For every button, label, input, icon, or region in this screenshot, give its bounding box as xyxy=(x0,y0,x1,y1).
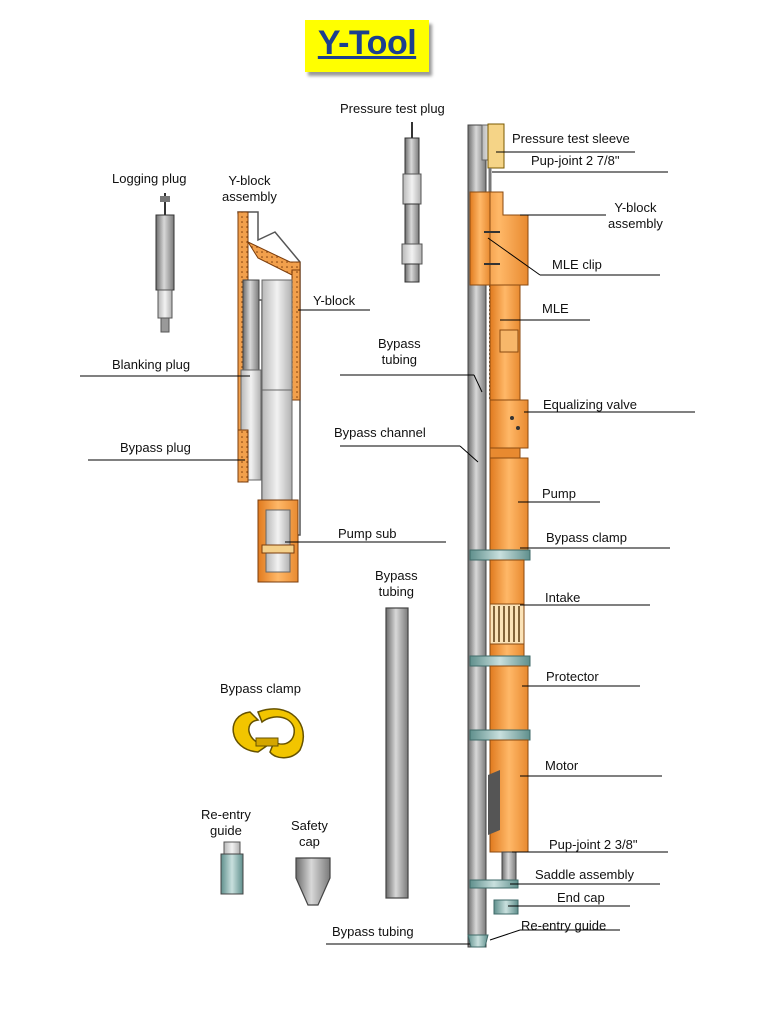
label-mle: MLE xyxy=(542,301,569,316)
label-re-entry-guide-right: Re-entry guide xyxy=(521,918,607,933)
label-y-block-assembly-left: Y-block assembly xyxy=(222,173,277,204)
pressure-test-plug-drawing xyxy=(401,122,423,283)
label-end-cap: End cap xyxy=(557,890,605,905)
bypass-tubing-loose-drawing xyxy=(385,607,409,899)
title-banner: Y-Tool xyxy=(305,20,429,72)
label-bypass-tubing-mid: Bypass tubing xyxy=(378,336,421,367)
label-saddle-assembly: Saddle assembly xyxy=(535,867,634,882)
label-pump-sub: Pump sub xyxy=(338,526,397,541)
label-motor: Motor xyxy=(545,758,579,773)
label-pup-joint-bottom: Pup-joint 2 3/8" xyxy=(549,837,638,852)
label-mle-clip: MLE clip xyxy=(552,257,602,272)
label-pressure-test-sleeve: Pressure test sleeve xyxy=(512,131,630,146)
bypass-clamp-left-drawing xyxy=(232,708,305,759)
safety-cap-drawing xyxy=(295,857,331,906)
label-bypass-clamp-right: Bypass clamp xyxy=(546,530,627,545)
label-pup-joint-top: Pup-joint 2 7/8" xyxy=(531,153,620,168)
label-equalizing-valve: Equalizing valve xyxy=(543,397,637,412)
label-bypass-channel: Bypass channel xyxy=(334,425,426,440)
label-safety-cap: Safety cap xyxy=(291,818,328,849)
y-block-assembly-left-drawing xyxy=(237,211,301,583)
re-entry-guide-left-drawing xyxy=(220,841,244,895)
label-re-entry-guide-left: Re-entry guide xyxy=(201,807,251,838)
label-logging-plug: Logging plug xyxy=(112,171,187,186)
label-blanking-plug: Blanking plug xyxy=(112,357,191,372)
label-bypass-plug: Bypass plug xyxy=(120,440,191,455)
label-bypass-tubing-loose: Bypass tubing xyxy=(375,568,418,599)
label-protector: Protector xyxy=(546,669,599,684)
page-title: Y-Tool xyxy=(317,24,417,62)
label-pressure-test-plug: Pressure test plug xyxy=(340,101,445,116)
leader-lines xyxy=(80,151,695,945)
bypass-string-drawing xyxy=(467,123,531,948)
label-bypass-clamp-left: Bypass clamp xyxy=(220,681,301,696)
label-y-block: Y-block xyxy=(313,293,356,308)
label-pump: Pump xyxy=(542,486,576,501)
logging-plug-drawing xyxy=(155,193,175,333)
label-y-block-assembly-right: Y-block assembly xyxy=(608,200,663,231)
label-intake: Intake xyxy=(545,590,581,605)
label-bypass-tubing-bottom: Bypass tubing xyxy=(332,924,414,939)
